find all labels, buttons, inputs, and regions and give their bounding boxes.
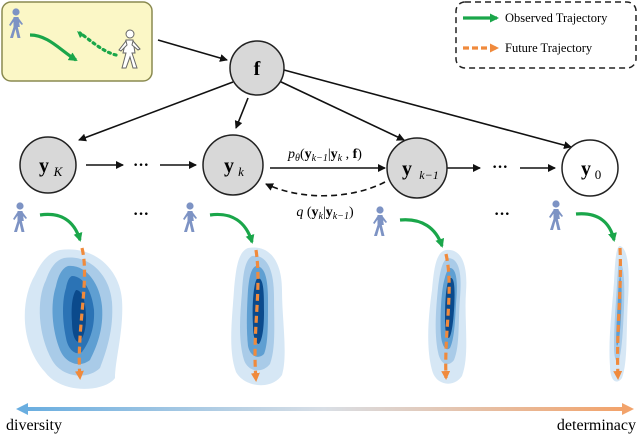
- legend-future-label: Future Trajectory: [505, 41, 593, 55]
- connections: [78, 39, 572, 197]
- reverse-process-arrow: [265, 181, 386, 197]
- node-ykm1: y k−1: [386, 137, 448, 199]
- pedestrian-icon-1: [13, 202, 27, 232]
- node-yK-label: y: [39, 155, 49, 177]
- node-yk-subscript: k: [238, 164, 244, 179]
- observation-inset: [1, 1, 153, 82]
- sample-ellipsis-2: ···: [494, 206, 510, 223]
- pedestrian-icon-2: [183, 202, 197, 232]
- node-y0-subscript: 0: [595, 167, 602, 182]
- node-yk-label: y: [224, 155, 234, 177]
- node-f-label: f: [254, 58, 261, 80]
- chain-ellipsis-1: ···: [133, 157, 149, 174]
- observed-arrow-2: [209, 212, 255, 244]
- future-arrow-2: [250, 249, 260, 382]
- future-arrow-3: [441, 253, 451, 380]
- density-ykm1: [428, 249, 467, 384]
- diversity-determinacy-axis: diversity determinacy: [6, 403, 636, 434]
- node-y0: y 0: [561, 139, 619, 197]
- legend-observed-label: Observed Trajectory: [505, 11, 608, 25]
- axis-right-label: determinacy: [557, 417, 636, 434]
- future-arrow-4: [613, 247, 623, 380]
- node-yK-subscript: K: [53, 164, 64, 179]
- node-f: f: [229, 40, 285, 96]
- observed-trajectory-arrow: [29, 33, 78, 62]
- observed-arrow-4: [575, 212, 617, 242]
- node-ykm1-label: y: [402, 158, 412, 180]
- observed-arrow-1: [39, 212, 83, 242]
- chain-ellipsis-2: ···: [492, 159, 508, 176]
- future-pedestrian-icon: [118, 29, 141, 69]
- future-arrow-1: [74, 247, 87, 380]
- node-yK: y K: [19, 136, 77, 194]
- forward-process-label: pθ(yk−1|yk , f): [287, 147, 362, 164]
- reverse-process-label: q (yk|yk−1): [296, 205, 354, 222]
- node-yk: y k: [202, 134, 264, 196]
- node-ykm1-subscript: k−1: [419, 168, 438, 182]
- node-y0-label: y: [581, 158, 591, 180]
- density-yK: [24, 249, 123, 389]
- sample-ellipsis-1: ···: [133, 206, 149, 223]
- pedestrian-icon-3: [373, 206, 387, 236]
- axis-left-label: diversity: [6, 417, 62, 434]
- observed-arrow-3: [399, 218, 445, 248]
- pedestrian-icon-4: [549, 200, 563, 230]
- legend: Observed Trajectory Future Trajectory: [455, 1, 637, 69]
